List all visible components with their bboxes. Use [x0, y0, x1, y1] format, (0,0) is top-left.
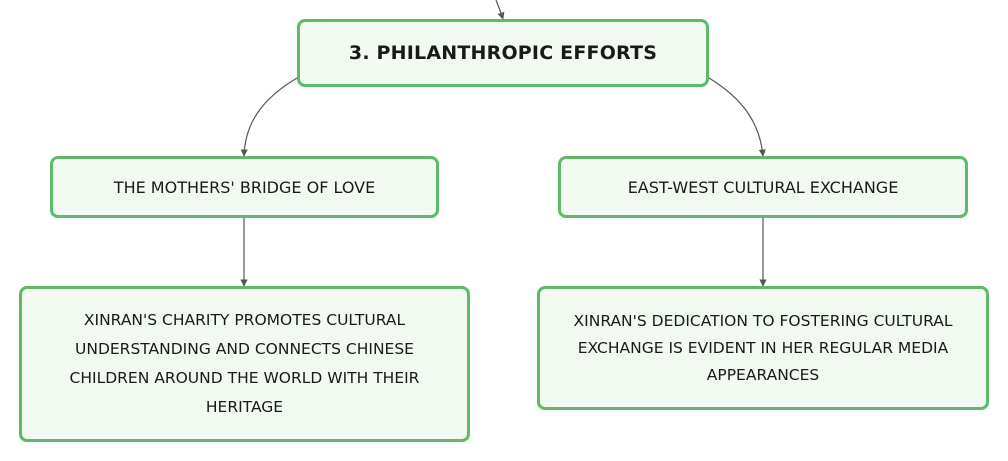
node-exchange-detail[interactable]: XINRAN'S DEDICATION TO FOSTERING CULTURA…	[537, 286, 989, 410]
node-philanthropic-efforts[interactable]: 3. PHILANTHROPIC EFFORTS	[297, 19, 709, 87]
connector-parent-to-root	[495, 0, 505, 20]
node-charity-detail[interactable]: XINRAN'S CHARITY PROMOTES CULTURAL UNDER…	[19, 286, 470, 442]
node-label: THE MOTHERS' BRIDGE OF LOVE	[113, 177, 376, 197]
node-label: EAST-WEST CULTURAL EXCHANGE	[627, 177, 899, 197]
node-label: XINRAN'S DEDICATION TO FOSTERING CULTURA…	[573, 311, 953, 384]
node-label: XINRAN'S CHARITY PROMOTES CULTURAL UNDER…	[69, 311, 420, 416]
connector-root-to-mothers-bridge	[240, 77, 298, 157]
node-label: 3. PHILANTHROPIC EFFORTS	[348, 42, 658, 64]
node-east-west-cultural-exchange[interactable]: EAST-WEST CULTURAL EXCHANGE	[558, 156, 968, 218]
node-mothers-bridge-of-love[interactable]: THE MOTHERS' BRIDGE OF LOVE	[50, 156, 439, 218]
connector-root-to-east-west	[708, 77, 766, 157]
